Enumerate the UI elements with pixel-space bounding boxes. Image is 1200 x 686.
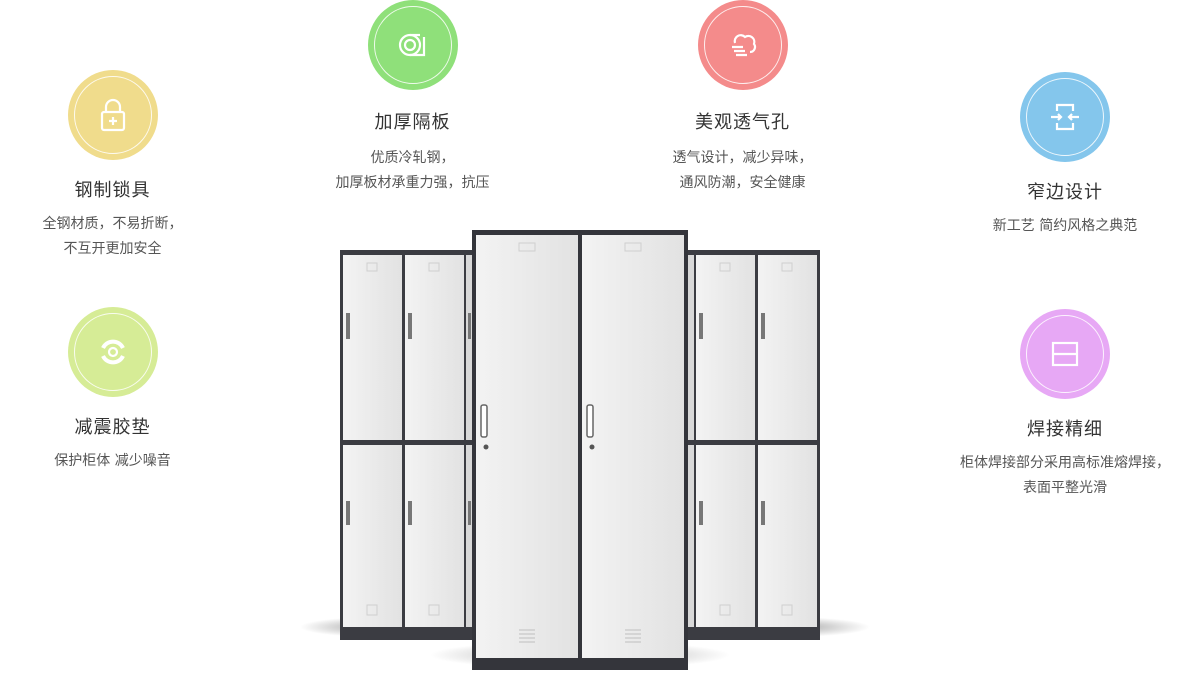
feature-vent-holes: 美观透气孔 透气设计，减少异味， 通风防潮，安全健康 [630,0,855,196]
center-locker [472,230,688,670]
steel-roll-icon [367,0,458,90]
feature-desc-line: 表面平整光滑 [1023,480,1107,496]
feature-desc-line: 全钢材质，不易折断， [42,216,183,232]
feature-title: 焊接精细 [1027,419,1103,440]
feature-title: 减震胶垫 [74,417,151,438]
shock-pad-icon [67,307,158,397]
left-locker [340,250,475,640]
airflow-icon [697,0,788,90]
feature-desc-line: 柜体焊接部分采用高标准熔焊接， [960,455,1170,471]
feature-narrow-edge: 窄边设计 新工艺 简约风格之典范 [965,72,1165,239]
feature-title: 钢制锁具 [74,180,151,201]
feature-title: 美观透气孔 [695,112,790,133]
weld-icon [1020,309,1110,399]
feature-steel-lock: 钢制锁具 全钢材质，不易折断， 不互开更加安全 [20,70,205,262]
feature-thick-board: 加厚隔板 优质冷轧钢， 加厚板材承重力强，抗压 [300,0,525,196]
feature-fine-welding: 焊接精细 柜体焊接部分采用高标准熔焊接， 表面平整光滑 [935,309,1195,501]
narrow-edge-icon [1020,72,1110,162]
feature-title: 加厚隔板 [374,112,451,133]
feature-desc-line: 加厚板材承重力强，抗压 [335,175,490,191]
feature-desc-line: 不互开更加安全 [63,241,162,257]
feature-desc-line: 优质冷轧钢， [370,150,455,166]
feature-desc-line: 保护柜体 减少噪音 [54,453,171,469]
lock-icon [67,70,158,160]
locker-cabinet-image [300,230,870,670]
feature-shock-pad: 减震胶垫 保护柜体 减少噪音 [20,307,205,474]
feature-desc-line: 通风防潮，安全健康 [679,175,806,191]
right-locker [685,250,820,640]
feature-title: 窄边设计 [1027,182,1103,203]
feature-desc-line: 透气设计，减少异味， [672,150,813,166]
feature-desc-line: 新工艺 简约风格之典范 [992,218,1138,234]
